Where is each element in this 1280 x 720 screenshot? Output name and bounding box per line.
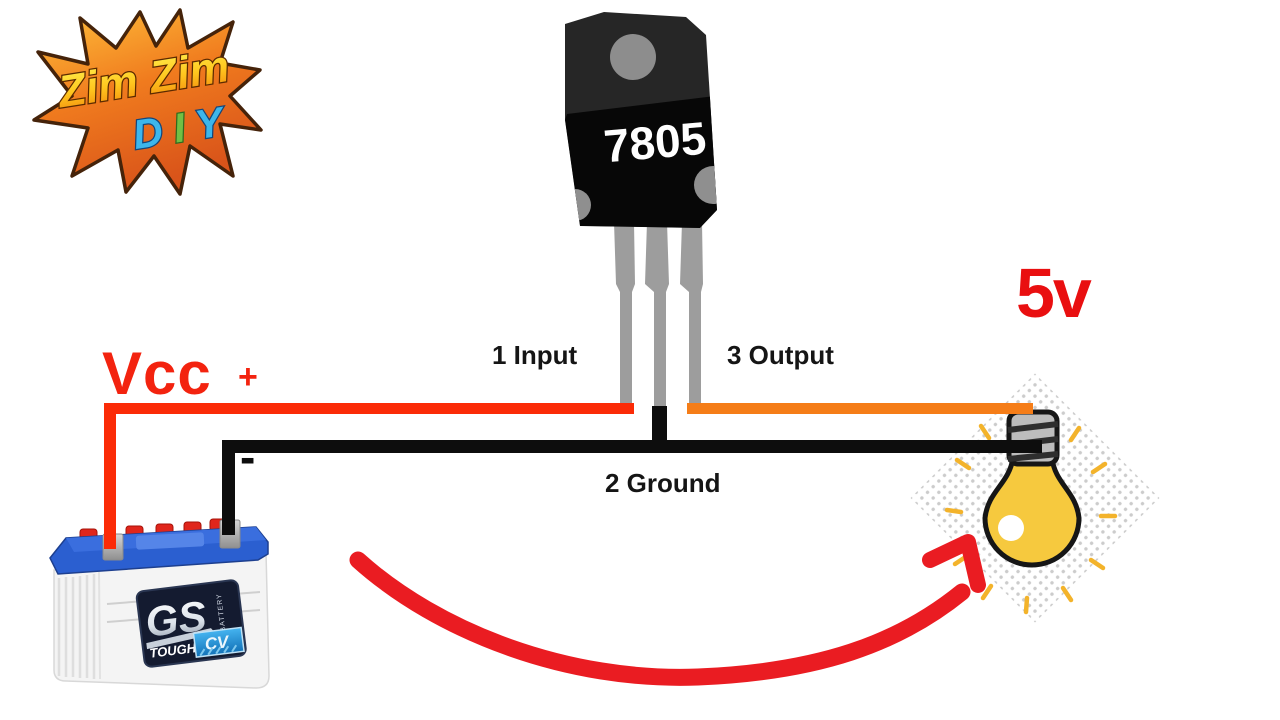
regulator-label-band — [565, 96, 717, 228]
voltage-regulator-7805: 7805 — [565, 12, 717, 406]
battery-tagline: TOUGH — [149, 640, 198, 661]
battery-brand-label: GS BATTERY TOUGH CV — [135, 579, 247, 668]
light-rays — [944, 423, 1118, 615]
mounting-hole — [610, 34, 656, 80]
output-voltage-label: 5v — [1016, 254, 1092, 332]
battery-vertical-text: BATTERY — [216, 593, 228, 632]
starburst-shape — [32, 8, 263, 196]
wire-vcc-horizontal — [104, 403, 634, 414]
bulb-screw-cap — [1006, 409, 1060, 467]
pin2-ground-label: 2 Ground — [605, 468, 721, 498]
regulator-legs — [614, 222, 703, 406]
case-ribs — [57, 574, 96, 679]
hand-drawn-arrow — [349, 534, 986, 686]
channel-logo: Zim Zim D I Y — [32, 8, 263, 196]
plus-sign: + — [238, 358, 258, 396]
part-number: 7805 — [602, 112, 708, 173]
wire-ground-vertical-left — [222, 440, 235, 535]
arrow-head — [922, 534, 986, 593]
battery-illustration: GS BATTERY TOUGH CV — [49, 518, 270, 689]
minus-sign: - — [240, 431, 256, 483]
logo-subtitle: D I Y — [130, 98, 230, 158]
wire-output-horizontal — [687, 403, 1033, 414]
wire-ground-horizontal — [222, 440, 1042, 453]
pin3-output-label: 3 Output — [727, 340, 834, 370]
bulb-highlight — [998, 515, 1024, 541]
vcc-label: Vcc — [102, 340, 212, 407]
wire-vcc-vertical — [104, 403, 116, 549]
pin1-input-label: 1 Input — [492, 340, 578, 370]
battery-series: CV — [204, 632, 231, 654]
